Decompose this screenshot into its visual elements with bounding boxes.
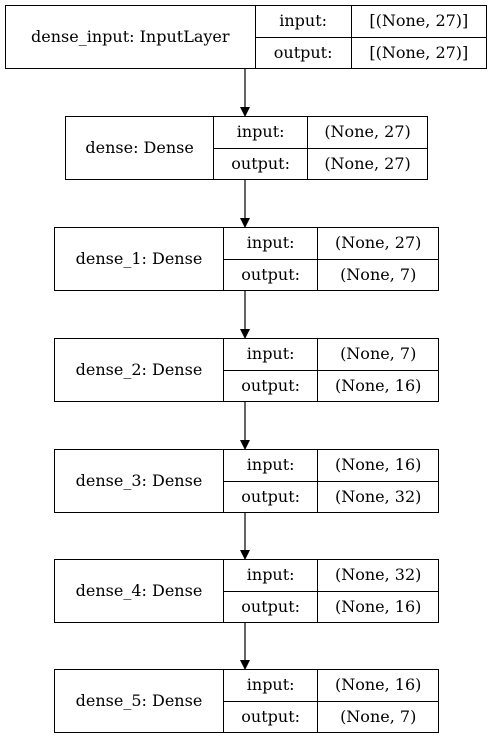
input-label: input: [222, 338, 319, 371]
layer-name: dense_3: Dense [54, 449, 224, 513]
output-shape: (None, 32) [317, 480, 439, 513]
layer-name: dense_4: Dense [54, 559, 224, 623]
output-label: output: [222, 480, 319, 513]
output-shape: [(None, 27)] [350, 36, 488, 69]
output-label: output: [254, 36, 352, 69]
input-shape: (None, 7) [317, 338, 439, 371]
layer-name: dense_1: Dense [54, 227, 224, 291]
input-shape: (None, 16) [317, 449, 439, 482]
output-shape: (None, 7) [317, 700, 439, 733]
input-label: input: [222, 559, 319, 592]
output-shape: (None, 16) [317, 369, 439, 402]
output-shape: (None, 7) [317, 258, 439, 291]
input-shape: (None, 27) [307, 116, 428, 149]
output-shape: (None, 16) [317, 590, 439, 623]
output-label: output: [222, 590, 319, 623]
layer-name: dense: Dense [64, 116, 215, 180]
layer-name: dense_5: Dense [54, 669, 224, 733]
layer-name: dense_input: InputLayer [5, 5, 256, 69]
input-shape: (None, 16) [317, 669, 439, 702]
output-shape: (None, 27) [307, 147, 428, 180]
output-label: output: [222, 258, 319, 291]
output-label: output: [213, 147, 309, 180]
layer-name: dense_2: Dense [54, 338, 224, 402]
input-label: input: [222, 449, 319, 482]
input-shape: (None, 27) [317, 227, 439, 260]
input-label: input: [222, 669, 319, 702]
input-label: input: [254, 5, 352, 38]
output-label: output: [222, 700, 319, 733]
input-label: input: [213, 116, 309, 149]
input-shape: [(None, 27)] [350, 5, 488, 38]
input-shape: (None, 32) [317, 559, 439, 592]
output-label: output: [222, 369, 319, 402]
input-label: input: [222, 227, 319, 260]
